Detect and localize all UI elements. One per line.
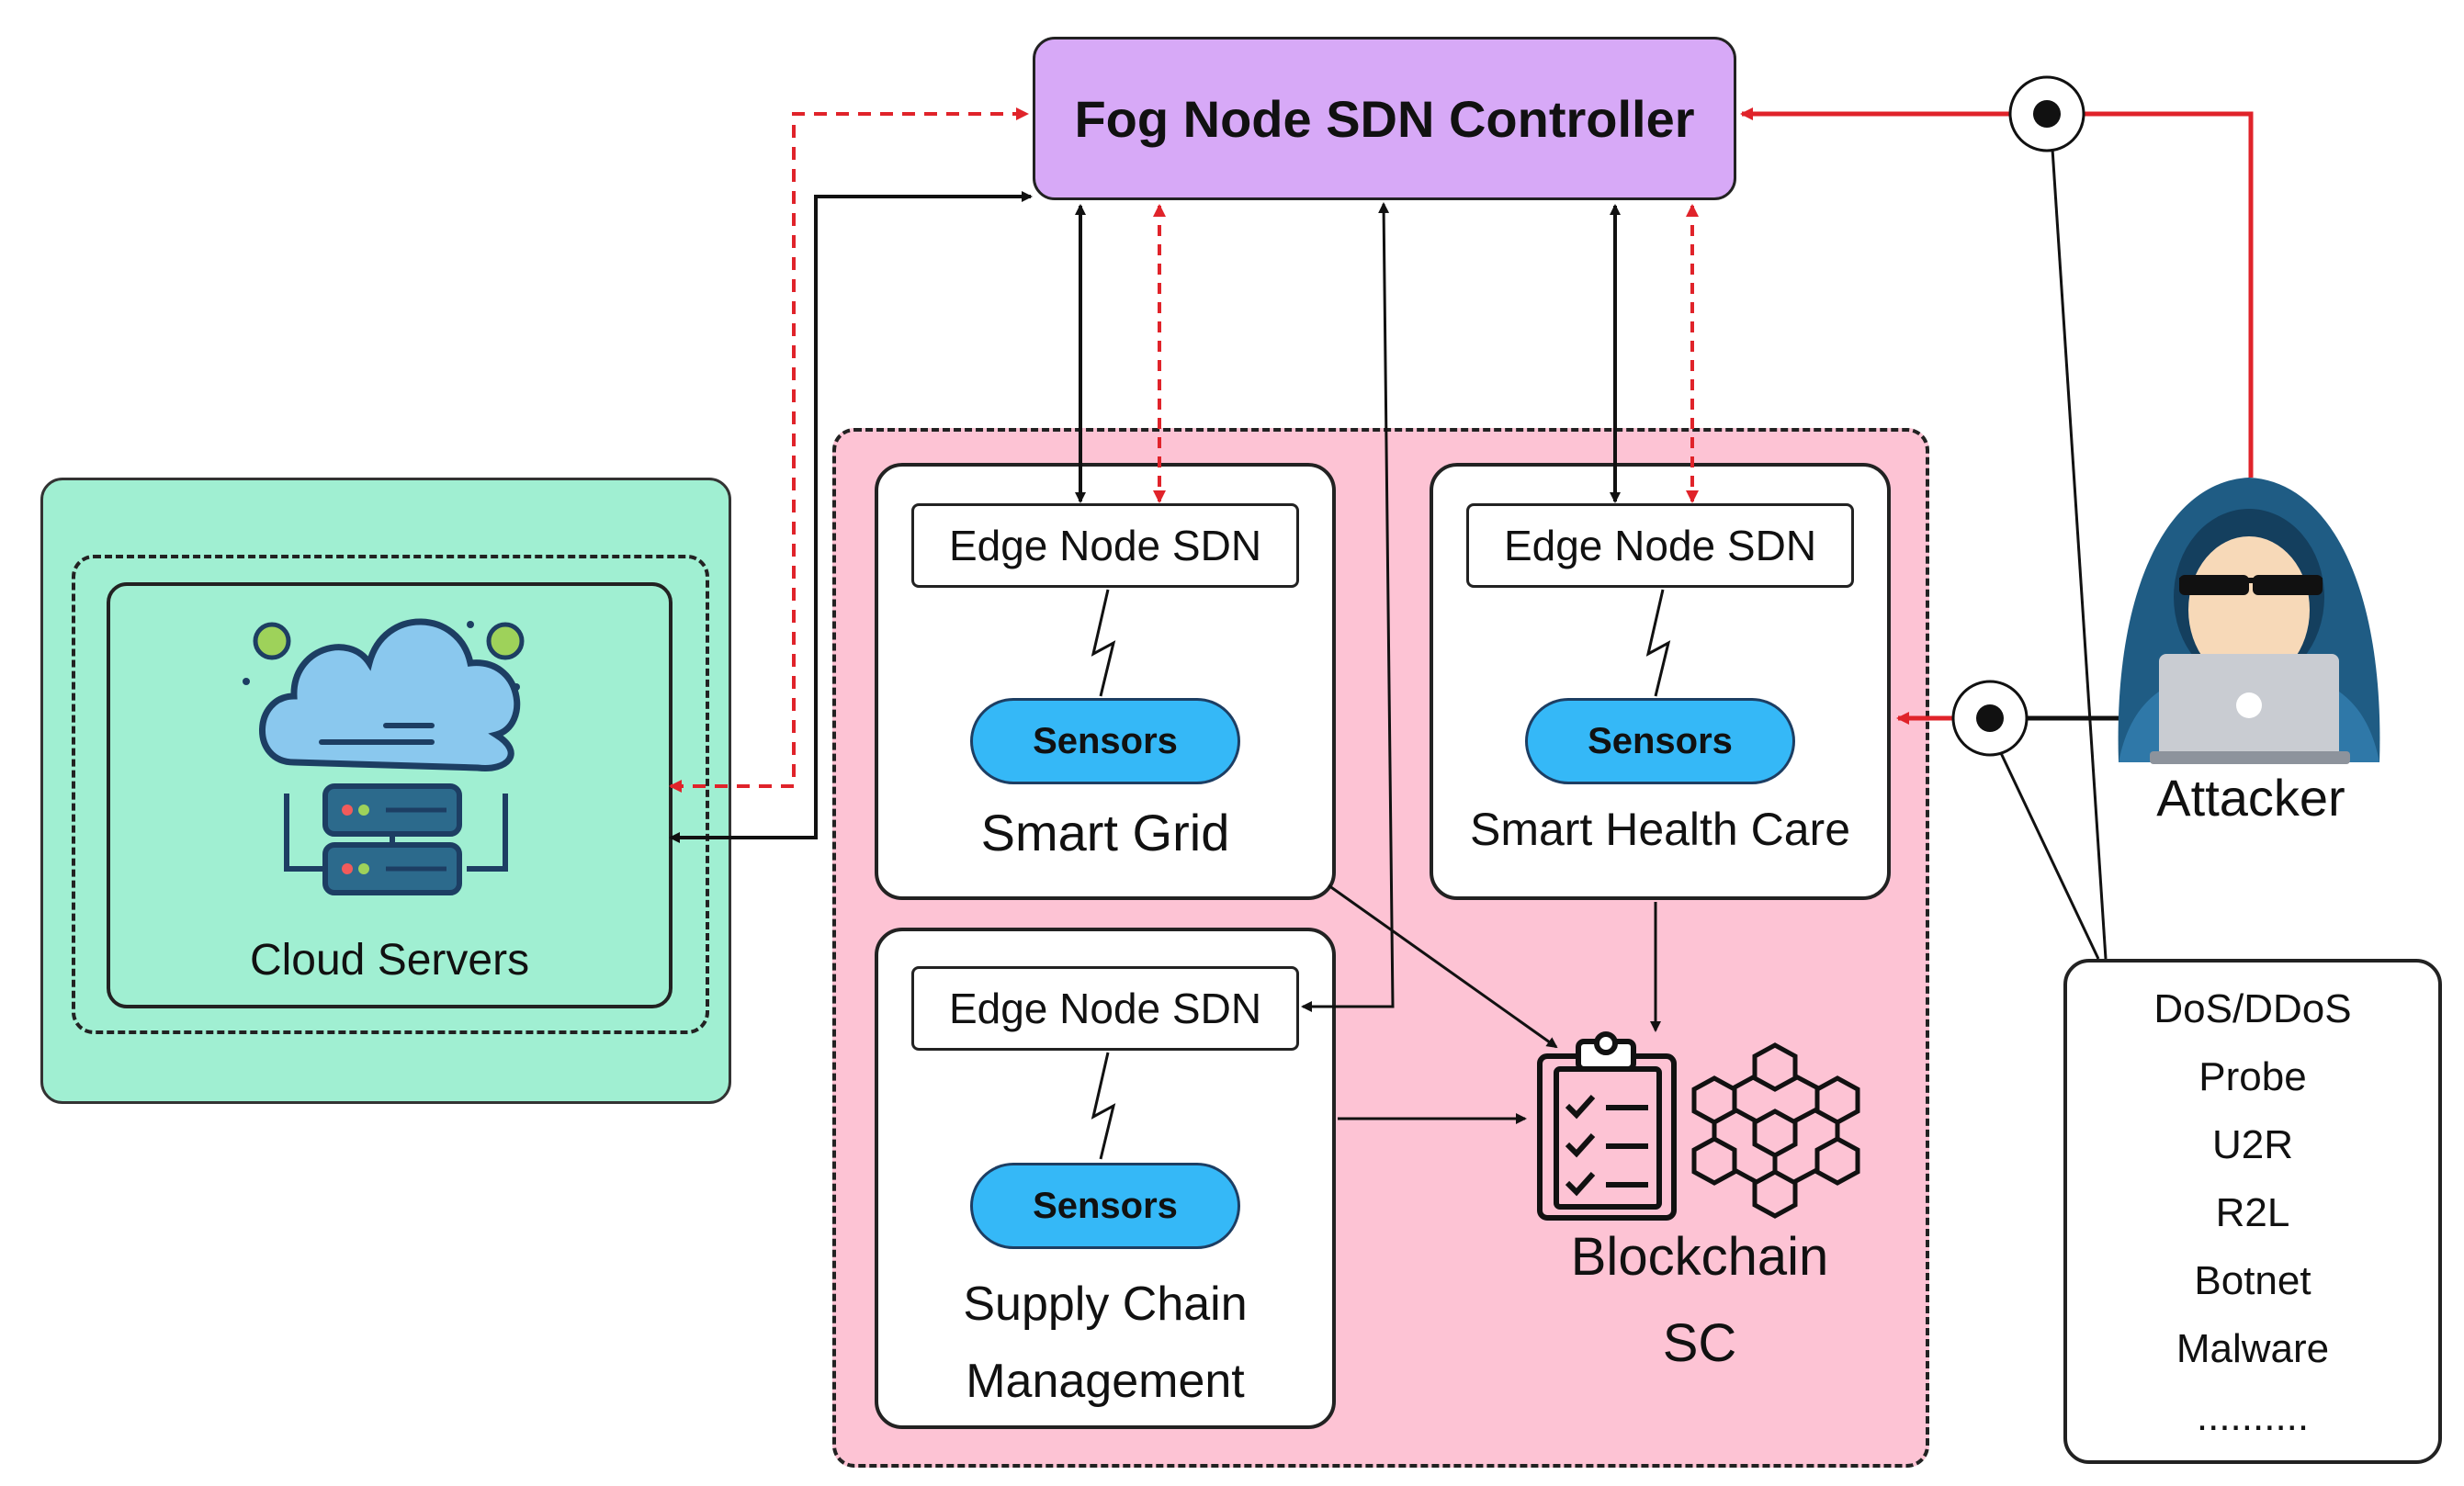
attack-types-box[interactable]: DoS/DDoS Probe U2R R2L Botnet Malware ..… xyxy=(2063,959,2442,1464)
cloud-servers-label: Cloud Servers xyxy=(249,936,530,985)
sensors-label: Sensors xyxy=(1033,1185,1178,1226)
smart-contract-clipboard-icon xyxy=(1537,1031,1677,1221)
cloud-fog-control-link xyxy=(669,107,1029,793)
fog-node-sdn-controller[interactable]: Fog Node SDN Controller xyxy=(1033,37,1736,200)
edge-node-label: Edge Node SDN xyxy=(948,985,1262,1032)
fog-controller-label: Fog Node SDN Controller xyxy=(1074,89,1695,148)
attack-type-item: Malware xyxy=(2176,1326,2330,1371)
smart-health-label: Smart Health Care xyxy=(1469,804,1851,855)
attack-type-item: DoS/DDoS xyxy=(2153,986,2352,1031)
sensors-label: Sensors xyxy=(1588,720,1733,761)
supply-chain-sensors[interactable]: Sensors xyxy=(970,1163,1240,1249)
smart-health-edge-node[interactable]: Edge Node SDN xyxy=(1466,503,1854,588)
attacker-label: Attacker xyxy=(2156,769,2345,827)
blockchain-label-line1: Blockchain xyxy=(1570,1227,1829,1287)
attack-link-fog xyxy=(1740,107,2254,478)
attack-type-item: .......... xyxy=(2196,1394,2310,1439)
attack-type-item: U2R xyxy=(2211,1122,2294,1167)
supply-chain-label-line1: Supply Chain xyxy=(963,1278,1248,1331)
attack-type-item: Probe xyxy=(2198,1054,2307,1099)
supply-chain-edge-node[interactable]: Edge Node SDN xyxy=(911,966,1299,1051)
attack-type-item: Botnet xyxy=(2194,1258,2311,1303)
smart-health-sensors[interactable]: Sensors xyxy=(1525,698,1795,784)
supply-chain-label-line2: Management xyxy=(966,1355,1245,1408)
blockchain-network-icon xyxy=(1691,1042,1860,1219)
sensors-label: Sensors xyxy=(1033,720,1178,761)
edge-node-label: Edge Node SDN xyxy=(1503,522,1817,569)
attack-types-list: DoS/DDoS Probe U2R R2L Botnet Malware ..… xyxy=(2067,963,2438,1451)
attacker-icon xyxy=(2118,478,2380,764)
supply-chain-label: Supply Chain Management xyxy=(875,1266,1336,1420)
blockchain-label-line2: SC xyxy=(1662,1313,1737,1373)
attack-type-item: R2L xyxy=(2215,1190,2290,1235)
cloud-fog-data-link xyxy=(669,191,1033,843)
blockchain-label: Blockchain SC xyxy=(1488,1214,1911,1387)
